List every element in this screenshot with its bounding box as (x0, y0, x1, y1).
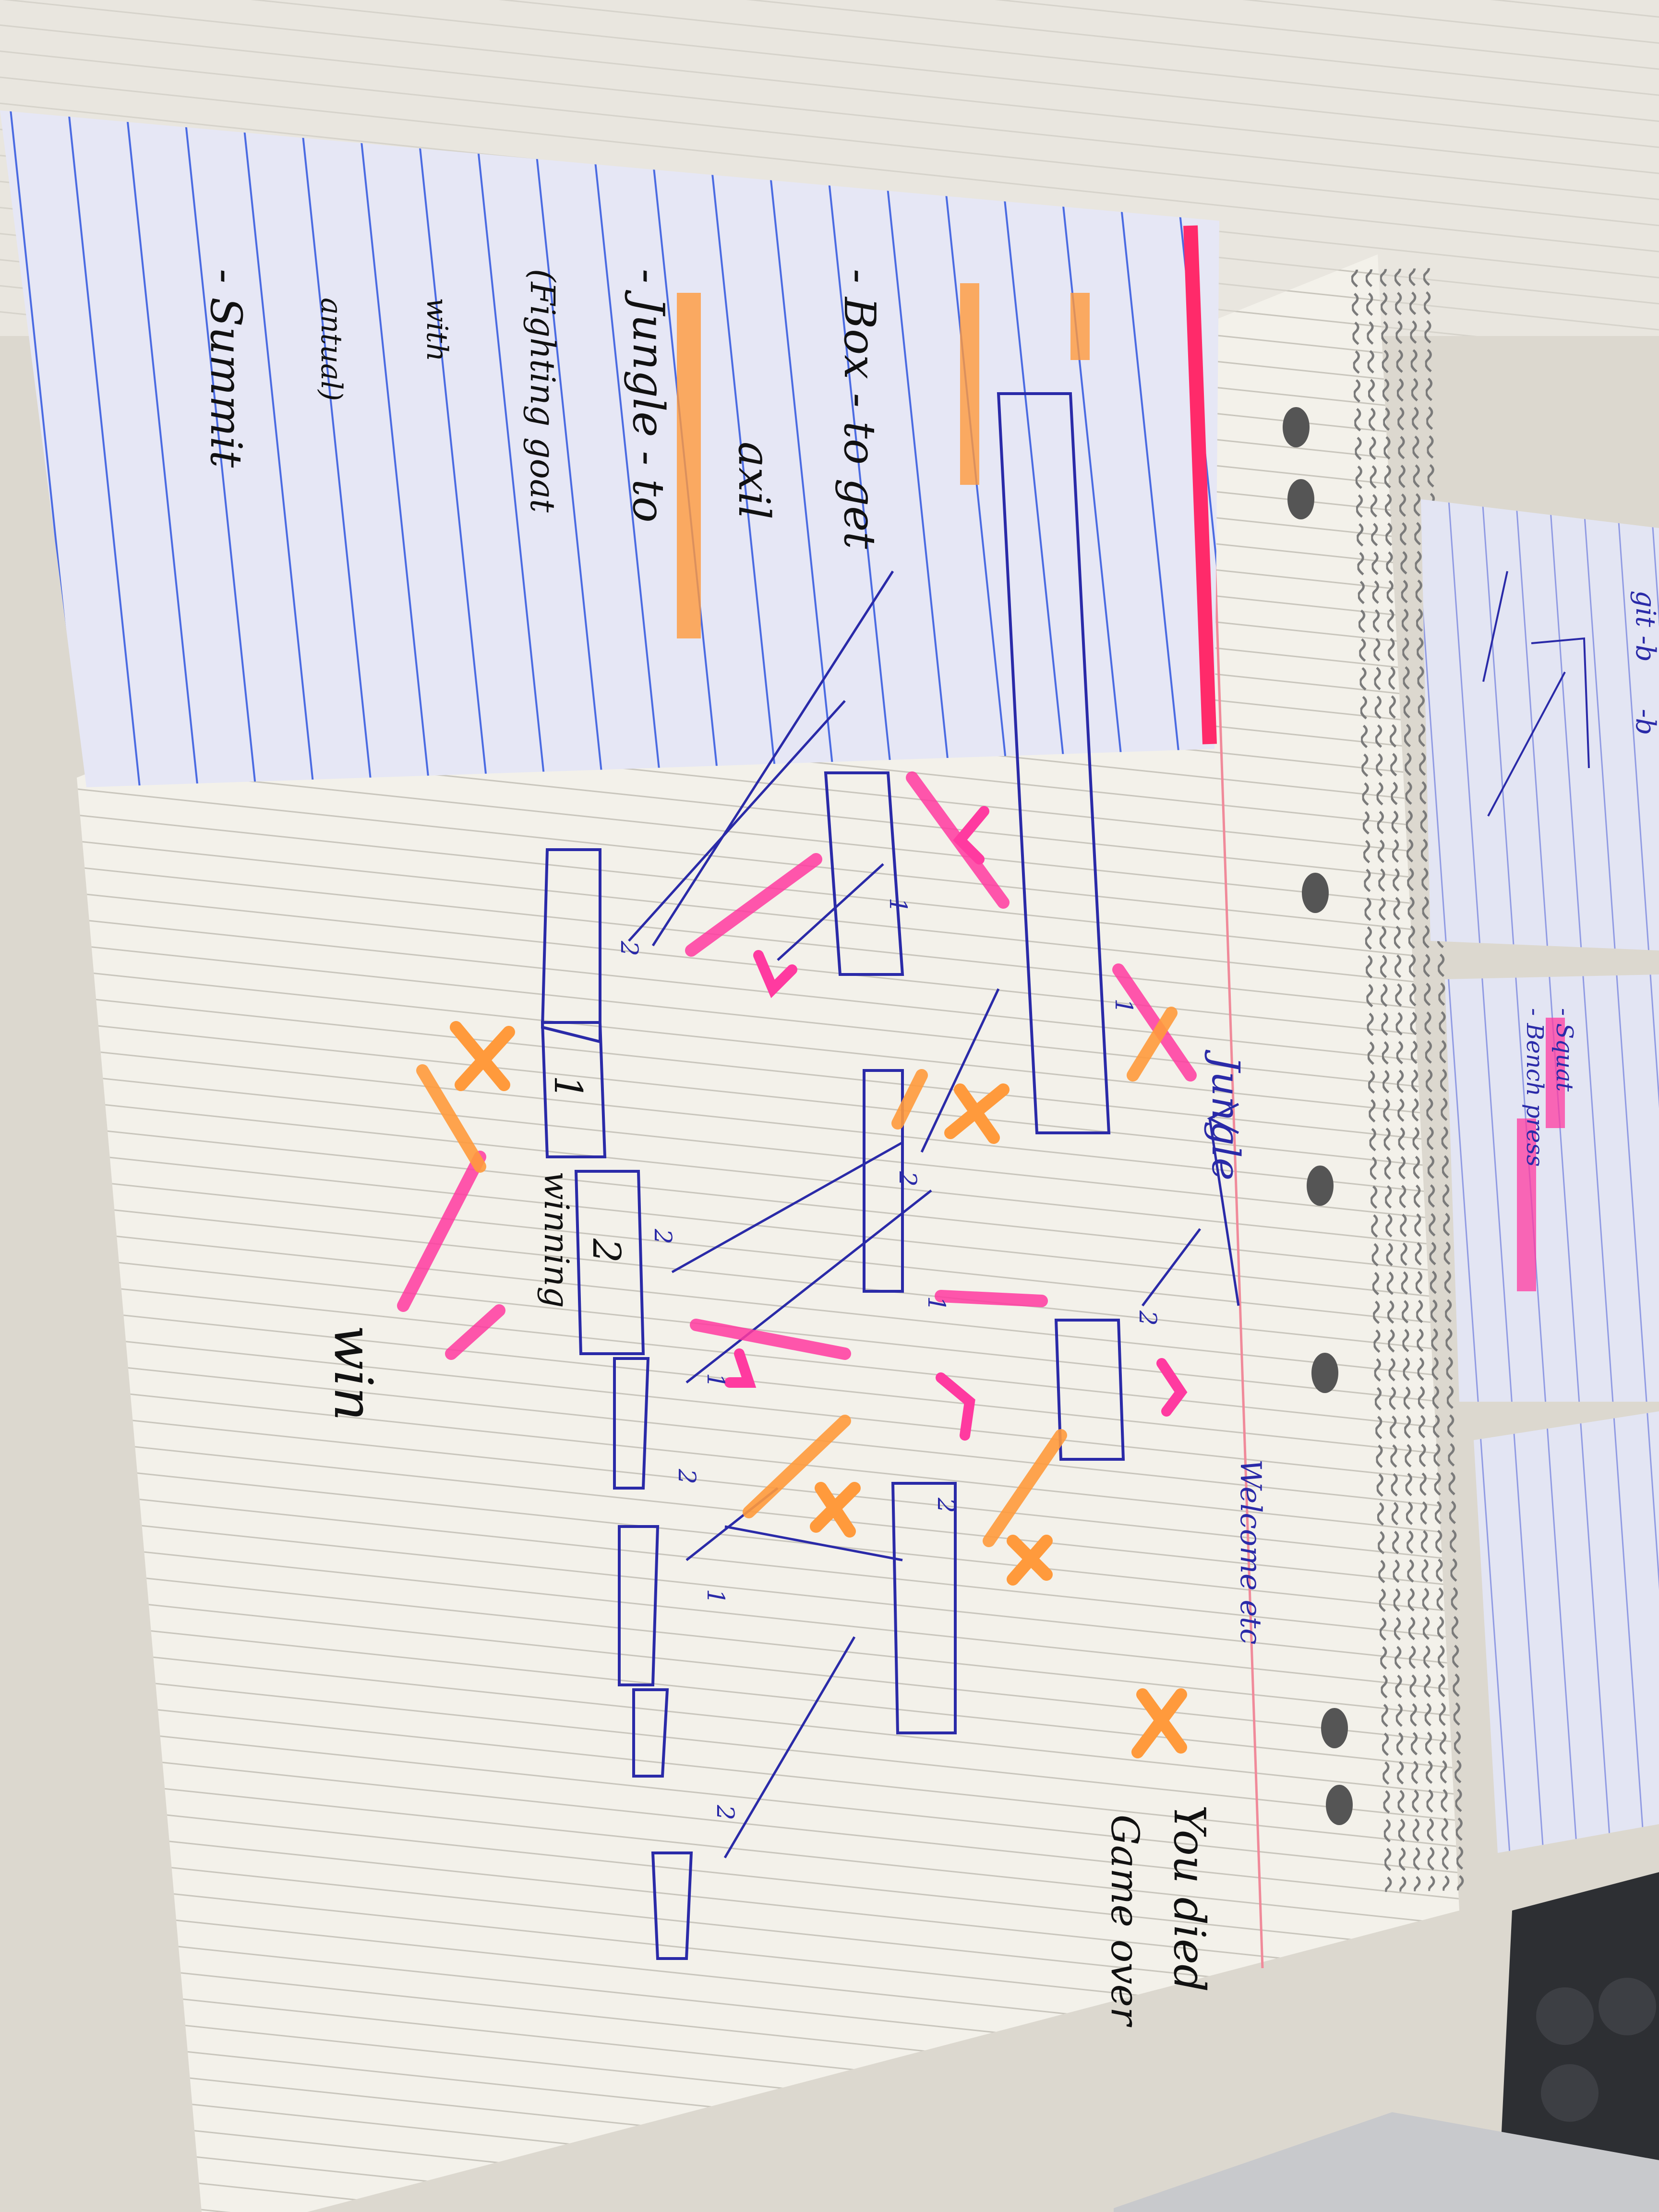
start-label: Welcome etc (1234, 1459, 1267, 1645)
edge-label: 2 (711, 1805, 739, 1820)
index-line-6: antual) (314, 298, 348, 401)
laptop (1114, 2112, 1659, 2212)
winning-label: winning (537, 1171, 576, 1308)
sticky-note-2-text: - Squat - Bench press (1520, 1008, 1579, 1166)
sticky-1-line-1: git -b (1630, 590, 1659, 662)
keyboard (1498, 1872, 1659, 2212)
index-line-5: with (420, 298, 454, 362)
edge-label: 1 (923, 1296, 950, 1311)
box-number-2: 2 (584, 1238, 629, 1263)
edge-label: 2 (932, 1498, 960, 1513)
box-4 (863, 1069, 904, 1293)
edge-label: 1 (702, 1589, 730, 1604)
tick-mark-icon (724, 806, 1188, 1441)
end-label-2: Game over (1103, 1815, 1147, 2026)
box-12 (651, 1851, 693, 1960)
box-5 (1054, 1319, 1125, 1461)
edge-label: 1 (702, 1373, 730, 1388)
edge-label: 1 (1110, 998, 1138, 1014)
box-1 (997, 392, 1111, 1134)
index-card (0, 110, 1219, 787)
index-line-4: (Fighting goat (523, 269, 562, 513)
box-9 (891, 1482, 957, 1734)
box-7 (574, 1170, 645, 1355)
sticky-1-line-2: -b (1630, 709, 1659, 735)
edge-label: 2 (1134, 1310, 1162, 1326)
sticky-note-2 (1445, 974, 1659, 1402)
end-label: You died (1164, 1805, 1214, 1992)
flowchart (397, 392, 1240, 1960)
index-line-2: axil (729, 442, 779, 519)
index-line-7: - Summit (201, 269, 251, 468)
edge-label: 2 (649, 1229, 677, 1244)
sticky-note-3 (1474, 1411, 1659, 1853)
sticky-note-1-text: git -b -b (1630, 590, 1659, 735)
cross-mark-icon (450, 1021, 1187, 1758)
box-10 (618, 1525, 660, 1686)
index-line-1: - Box - to get (834, 269, 885, 549)
sticky-2-line-1: - Squat (1551, 1008, 1578, 1092)
edge-label: 2 (894, 1171, 922, 1187)
win-label: win (323, 1325, 384, 1421)
box-number-1: 1 (546, 1075, 590, 1100)
index-line-3: - Jungle - to (623, 269, 673, 523)
box-8 (613, 1357, 650, 1490)
box-11 (632, 1688, 669, 1778)
box-6 (541, 1021, 607, 1158)
edge-label: 2 (615, 941, 643, 956)
index-card-text: - Box - to get axil - Jungle - to (Fight… (173, 269, 912, 797)
sticky-2-line-2: - Bench press (1521, 1008, 1548, 1167)
sticky-note-1 (1421, 499, 1659, 950)
edge-label: 2 (673, 1469, 701, 1484)
flowchart-title: Jungle (1203, 1056, 1248, 1181)
edge-label: 1 (884, 898, 912, 913)
